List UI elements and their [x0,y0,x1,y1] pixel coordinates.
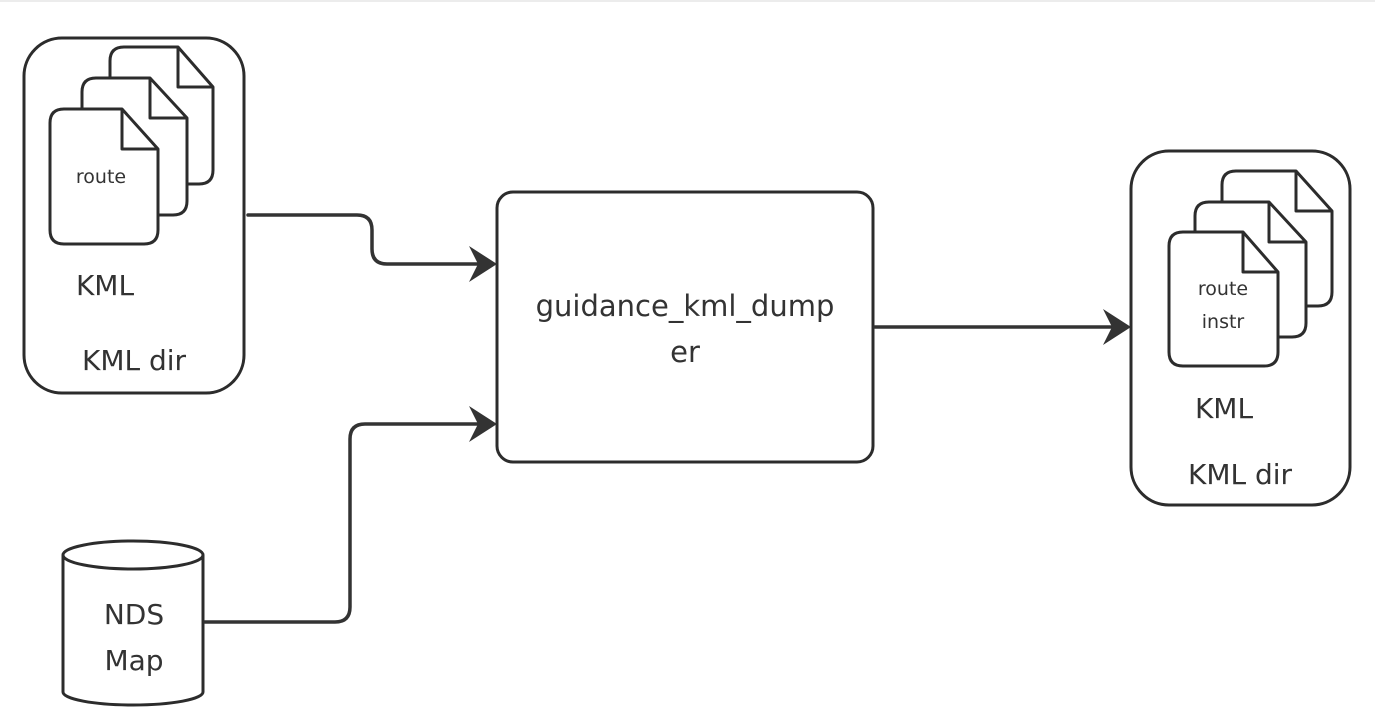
processor-rect [495,190,875,464]
input-kml-dir[interactable]: route KML KML dir [22,36,246,395]
output-dir-label: KML dir [1188,458,1293,491]
input-type-label: KML [76,269,135,302]
processor-label-line2: er [670,335,700,369]
output-file-label-line2: instr [1202,311,1245,333]
input-file-front [48,107,160,246]
arrowhead-input [469,246,497,282]
output-file-label-line1: route [1198,278,1248,300]
arrowhead-output [1103,309,1131,345]
processor-box[interactable]: guidance_kml_dump er [495,190,875,464]
connector-input-to-processor[interactable] [246,213,497,282]
output-file-stack: route instr [1167,169,1334,368]
arrowhead-database [469,406,497,442]
output-file-front [1167,230,1280,368]
database-top [61,539,205,571]
processor-label-line1: guidance_kml_dump [536,289,835,323]
input-dir-label: KML dir [82,344,187,377]
connector-database-to-processor[interactable] [203,406,497,624]
connector-input-line [246,213,480,266]
nds-map-database[interactable]: NDS Map [61,539,205,707]
input-file-stack: route [48,45,215,246]
connector-database-line [203,422,480,624]
output-kml-dir[interactable]: route instr KML KML dir [1129,149,1352,507]
connector-processor-to-output[interactable] [873,309,1131,345]
output-type-label: KML [1195,392,1254,425]
database-label-line2: Map [104,644,163,677]
database-label-line1: NDS [104,598,164,631]
database-body [61,555,205,707]
input-file-label: route [76,166,126,188]
